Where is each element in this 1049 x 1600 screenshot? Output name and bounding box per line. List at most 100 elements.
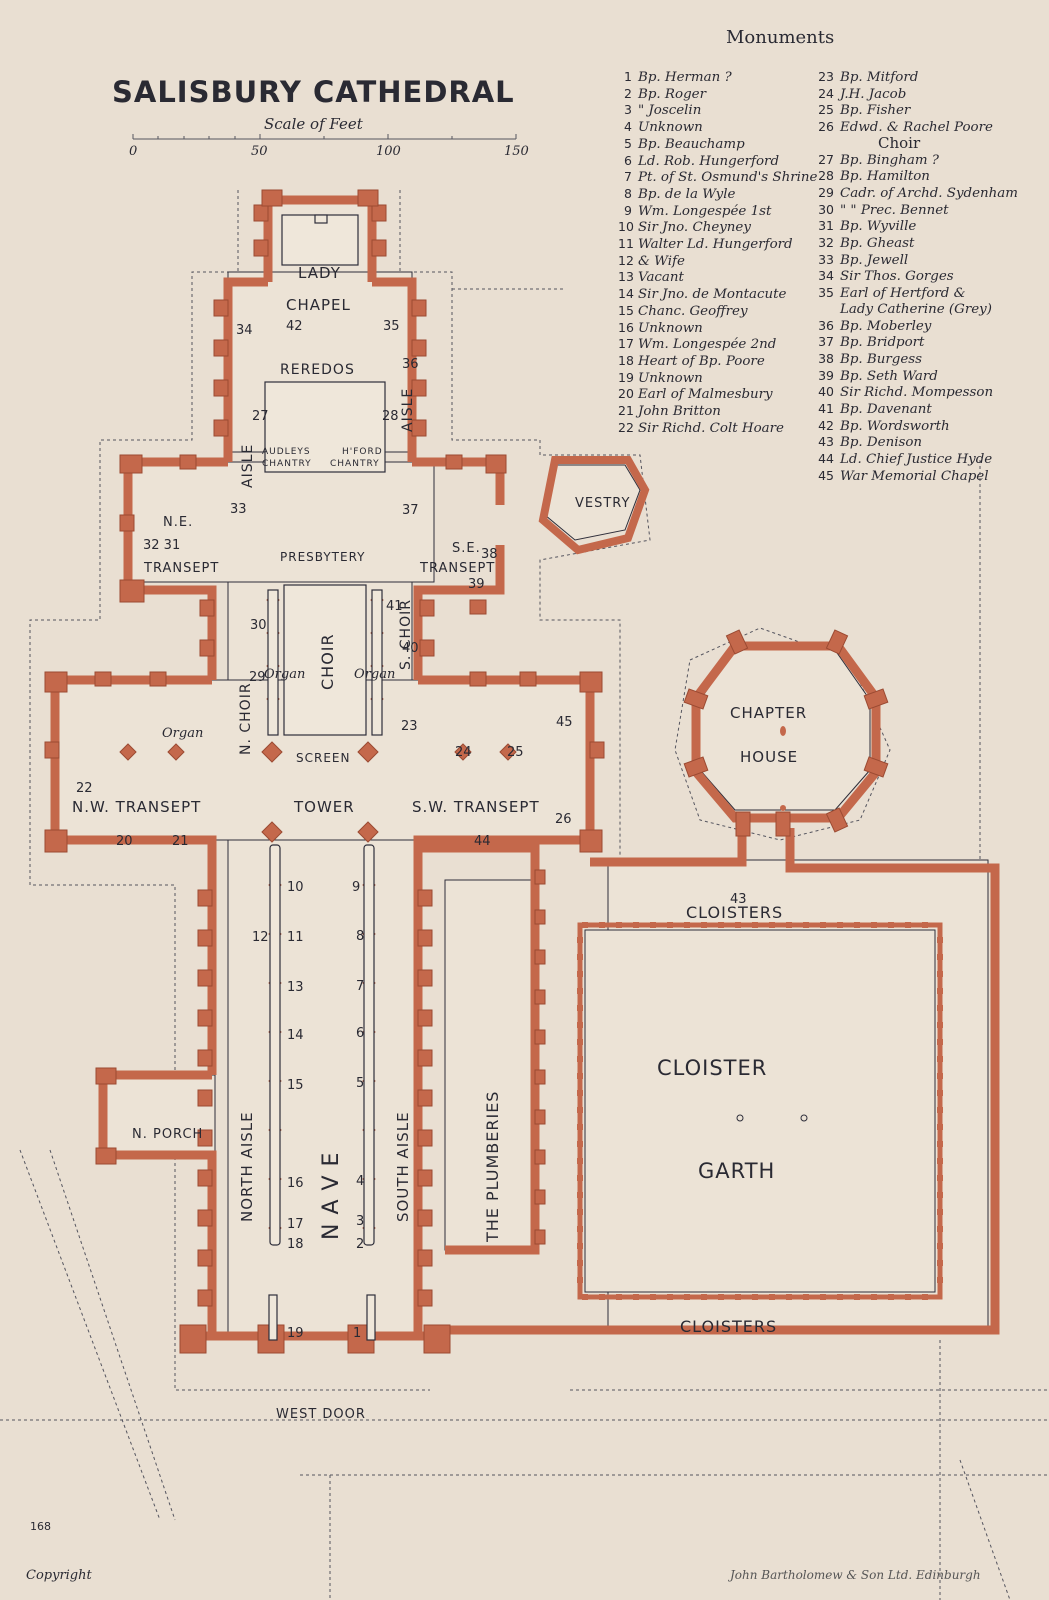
arcade-pier (937, 954, 943, 960)
arcade-pier (599, 922, 605, 928)
arcade-pier (577, 1005, 583, 1011)
buttress (534, 1069, 546, 1085)
label-se-1: S.E. (452, 541, 481, 556)
buttress (197, 1249, 213, 1267)
monument-35: 35 (383, 319, 400, 334)
buttress (253, 204, 269, 222)
label-west-door: WEST DOOR (276, 1407, 366, 1422)
buttress (417, 1209, 433, 1227)
arcade-pier (577, 1192, 583, 1198)
buttress (519, 671, 537, 687)
arcade-pier (577, 1107, 583, 1113)
arcade-pier (871, 922, 877, 928)
arcade-pier (577, 1090, 583, 1096)
arcade-pier (701, 1294, 707, 1300)
buttress (261, 189, 283, 207)
legend-item-number: 2 (624, 85, 632, 101)
legend-item-number: 15 (618, 302, 634, 318)
legend-item-number: 14 (618, 286, 634, 302)
legend-item-number: 25 (818, 102, 834, 118)
monument-19: 19 (287, 1326, 304, 1341)
arcade-pier (577, 1056, 583, 1062)
arcade-pier (854, 1294, 860, 1300)
arcade-pier (937, 971, 943, 977)
buttress (534, 1109, 546, 1125)
buttress (253, 239, 269, 257)
scale-tick-0: 0 (129, 144, 137, 159)
buttress (534, 909, 546, 925)
buttress (417, 889, 433, 907)
buttress (534, 949, 546, 965)
legend-item-number: 11 (618, 236, 634, 252)
buttress (417, 1129, 433, 1147)
legend-item-number: 44 (818, 451, 834, 467)
legend-item-number: 36 (818, 317, 834, 333)
monument-21: 21 (172, 834, 189, 849)
label-s-choir: S. CHOIR (398, 599, 414, 670)
buttress (119, 579, 145, 603)
monument-2: 2 (356, 1237, 364, 1252)
monument-6: 6 (356, 1026, 364, 1041)
legend-item-text: Bp. Seth Ward (840, 368, 938, 384)
arcade-pier (701, 922, 707, 928)
legend-item-number: 22 (618, 419, 634, 435)
buttress (417, 1009, 433, 1027)
arcade-pier (577, 1022, 583, 1028)
buttress (411, 339, 427, 357)
buttress (213, 379, 229, 397)
label-audleys-1: AUDLEYS (262, 447, 311, 457)
arcade-pier (854, 922, 860, 928)
legend-item-number: 31 (818, 218, 834, 234)
monument-17: 17 (287, 1217, 304, 1232)
church-interior (54, 199, 989, 1333)
legend-item-number: 33 (818, 251, 834, 267)
legend-item-text: Bp. Fisher (840, 103, 911, 119)
monument-25: 25 (507, 745, 524, 760)
legend-item-text: Bp. Moberley (840, 318, 932, 334)
legend-item-number: 35 (818, 285, 834, 301)
monument-39: 39 (468, 577, 485, 592)
label-chapter-2: HOUSE (740, 748, 798, 766)
monument-15: 15 (287, 1078, 304, 1093)
buttress (199, 599, 215, 617)
legend-item-text: Sir Jno. Cheyney (638, 220, 751, 236)
buttress (197, 1169, 213, 1187)
buttress (417, 929, 433, 947)
scale-tick-100: 100 (376, 144, 401, 159)
buttress (589, 741, 605, 759)
legend-item-text: Bp. Bridport (840, 335, 925, 351)
label-audleys-2: CHANTRY (262, 459, 312, 469)
arcade-pier (577, 1226, 583, 1232)
monument-14: 14 (287, 1028, 304, 1043)
buttress (95, 1067, 117, 1085)
monument-30: 30 (250, 618, 267, 633)
arcade-pier (577, 954, 583, 960)
legend-item-text: Unknown (638, 370, 703, 386)
buttress (534, 989, 546, 1005)
legend-item-number: 12 (618, 252, 634, 268)
label-cloisters-bottom: CLOISTERS (680, 1317, 777, 1336)
arcade-pier (582, 1294, 588, 1300)
arcade-pier (905, 1294, 911, 1300)
buttress (197, 969, 213, 987)
buttress (419, 599, 435, 617)
buttress (95, 1147, 117, 1165)
arcade-pier (803, 922, 809, 928)
legend-item-text: Bp. Gheast (840, 236, 915, 252)
arcade-pier (718, 922, 724, 928)
legend-item-number: 8 (624, 185, 632, 201)
legend-title: Monuments (726, 27, 835, 48)
